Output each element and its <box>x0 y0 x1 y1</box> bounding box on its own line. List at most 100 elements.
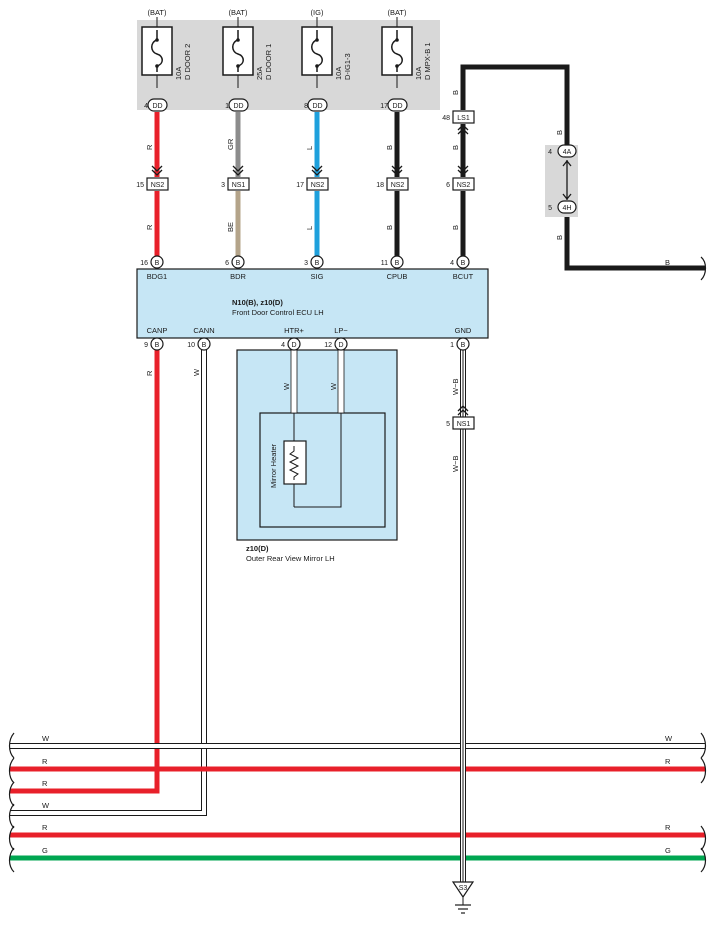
fuse-d-door-1: (BAT) 25A D DOOR 1 <box>222 8 273 88</box>
junction-ns2: NS2 <box>151 182 165 189</box>
wire-color-label: W−B <box>451 456 460 472</box>
wire-color-label: B <box>385 225 394 230</box>
connector-b: B <box>155 342 160 349</box>
ground-label: S3 <box>459 885 468 892</box>
junction-pin: 48 <box>442 115 450 122</box>
wire-bcut-right <box>564 214 705 271</box>
terminal-gnd: GND <box>455 326 472 335</box>
terminal-cann: CANN <box>193 326 214 335</box>
ecu-box <box>136 268 489 339</box>
wire-color-label: BE <box>226 222 235 232</box>
bus-label: R <box>665 823 671 832</box>
connector-b: B <box>202 342 207 349</box>
pin-number: 4 <box>144 103 148 110</box>
pin-number: 16 <box>140 260 148 267</box>
fuse-d-mpx-b-1: (BAT) 10A D MPX-B 1 <box>381 8 432 88</box>
wire-color-label: GR <box>226 138 235 150</box>
connector-dd: DD <box>152 103 162 110</box>
terminal-lp: LP− <box>334 326 348 335</box>
pin-number: 17 <box>380 103 388 110</box>
junction-pin: 17 <box>296 182 304 189</box>
bus-label: G <box>665 846 671 855</box>
fuse-source: (BAT) <box>228 8 248 17</box>
bus-label: R <box>42 757 48 766</box>
junction-ns2: NS2 <box>311 182 325 189</box>
fuse-source: (BAT) <box>387 8 407 17</box>
bus-label: W <box>42 734 50 743</box>
fuse-name: D DOOR 2 <box>183 44 192 80</box>
pin-number: 9 <box>144 342 148 349</box>
wire-color-label: W <box>282 382 291 390</box>
fuse-rating: 10A <box>414 67 423 80</box>
ground-s3-icon: S3 <box>451 881 475 914</box>
fuse-d-door-2: (BAT) 10A D DOOR 2 <box>141 8 192 88</box>
wire-color-label: L <box>305 226 314 230</box>
connector-dd: DD <box>392 103 402 110</box>
junction-pin: 15 <box>136 182 144 189</box>
connector-d: D <box>338 342 343 349</box>
junction-pin: 3 <box>221 182 225 189</box>
connector-dd: DD <box>312 103 322 110</box>
wire-color-label: R <box>145 224 154 230</box>
wire-bcut-top <box>460 64 570 145</box>
junction-ns1: NS1 <box>457 421 471 428</box>
junction-arrows <box>151 124 469 176</box>
fuse-rating: 10A <box>174 67 183 80</box>
connector-b: B <box>236 260 241 267</box>
break-marks <box>8 256 707 873</box>
wire-color-label: B <box>555 130 564 135</box>
mirror-heater-label: Mirror Heater <box>269 443 278 488</box>
wire-color-label: R <box>145 144 154 150</box>
pin-number: 12 <box>324 342 332 349</box>
junction-pin: 5 <box>548 205 552 212</box>
terminal-bcut: BCUT <box>453 272 474 281</box>
terminal-htr: HTR+ <box>284 326 304 335</box>
connector-b: B <box>461 342 466 349</box>
wire-color-label: W−B <box>451 379 460 395</box>
pin-number: 8 <box>304 103 308 110</box>
wire-color-label: L <box>305 146 314 150</box>
bus-label: R <box>42 779 48 788</box>
ecu-top-connectors: 16 B BDG1 6 B BDR 3 B SIG 11 B CPUB 4 B … <box>140 255 474 281</box>
mirror-wires <box>290 349 345 508</box>
junction-ns2: NS2 <box>391 182 405 189</box>
pin-number: 11 <box>381 260 388 267</box>
terminal-bdg1: BDG1 <box>147 272 167 281</box>
fuse-d-ig1-3: (IG) 10A D-IG1-3 <box>301 8 352 88</box>
heater-resistor-icon <box>283 440 307 485</box>
terminal-canp: CANP <box>147 326 168 335</box>
junction-gnd-ns1: 5 NS1 <box>446 405 475 430</box>
ecu-title: N10(B), z10(D) <box>232 298 283 307</box>
connector-4h: 4H <box>563 205 572 212</box>
wire-canp <box>10 350 160 794</box>
wire-color-label: B <box>555 235 564 240</box>
bus-label: W <box>665 734 673 743</box>
connector-d: D <box>291 342 296 349</box>
bus-label: G <box>42 846 48 855</box>
junction-pin: 5 <box>446 421 450 428</box>
pin-number: 1 <box>450 342 454 349</box>
connector-b: B <box>461 260 466 267</box>
bus-label: R <box>665 757 671 766</box>
wire-color-label: B <box>451 225 460 230</box>
connector-dd: DD <box>233 103 243 110</box>
wire-color-label: B <box>385 145 394 150</box>
bus-label: R <box>42 823 48 832</box>
pin-number: 3 <box>304 260 308 267</box>
terminal-bdr: BDR <box>230 272 246 281</box>
pin-number: 4 <box>450 260 454 267</box>
terminal-cpub: CPUB <box>387 272 408 281</box>
ecu-bottom-connectors: 9 B 10 B 4 D 12 D 1 B <box>144 337 470 351</box>
fuse-connectors: 4 DD 1 DD 8 DD 17 DD <box>144 98 408 112</box>
connector-b: B <box>155 260 160 267</box>
junction-pin: 18 <box>376 182 384 189</box>
bus-label: W <box>42 801 50 810</box>
connector-b: B <box>395 260 400 267</box>
junction-pin: 6 <box>446 182 450 189</box>
fuse-name: D-IG1-3 <box>343 53 352 80</box>
junction-pin: 4 <box>548 149 552 156</box>
connector-b: B <box>315 260 320 267</box>
wire-cann <box>10 350 207 816</box>
junction-ns2: NS2 <box>457 182 471 189</box>
